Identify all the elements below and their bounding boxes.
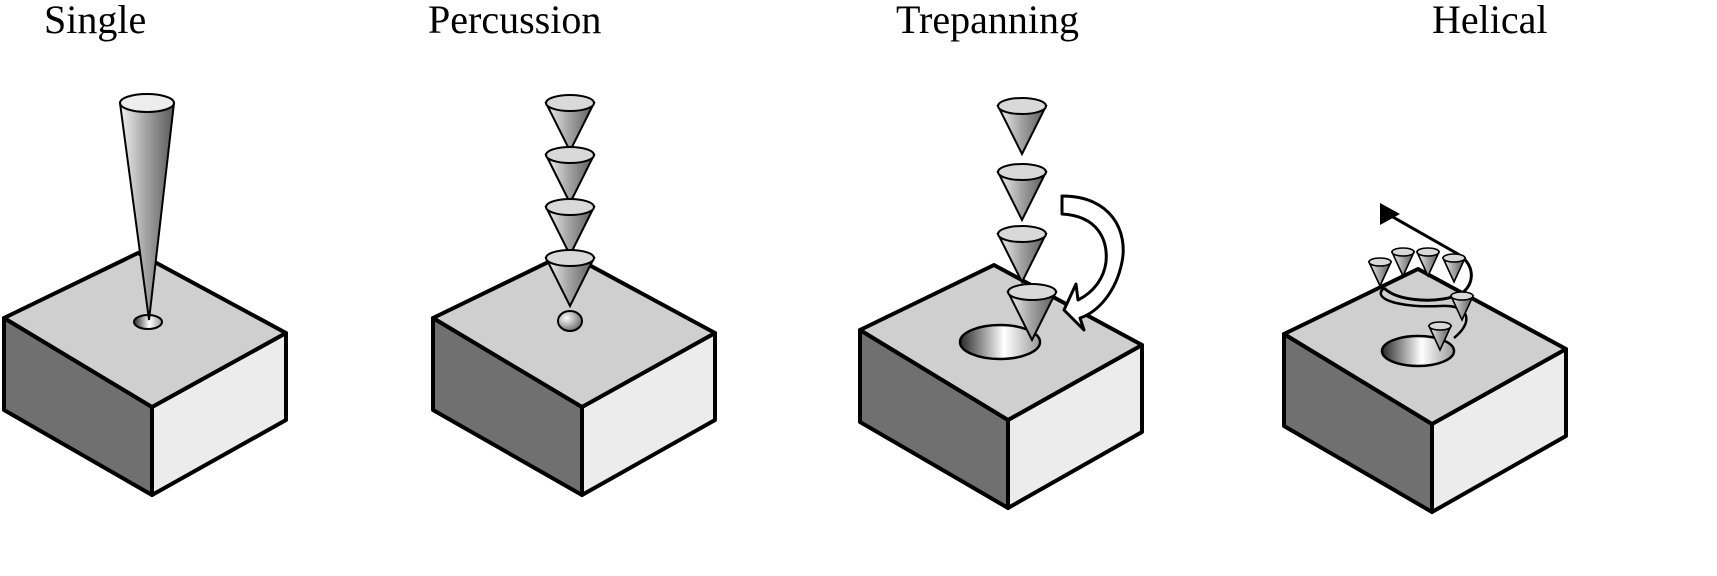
helical-hole [1380,334,1456,368]
trepanning-rotation-arrow [1060,194,1125,332]
label-single: Single [44,0,147,42]
trepanning-hole [958,323,1042,361]
label-helical: Helical [1432,0,1548,42]
percussion-pulses [545,94,595,332]
label-percussion: Percussion [428,0,602,42]
label-trepanning: Trepanning [896,0,1079,42]
single-beam [118,93,176,330]
single-workpiece [2,251,288,497]
helical-path [1368,203,1474,351]
